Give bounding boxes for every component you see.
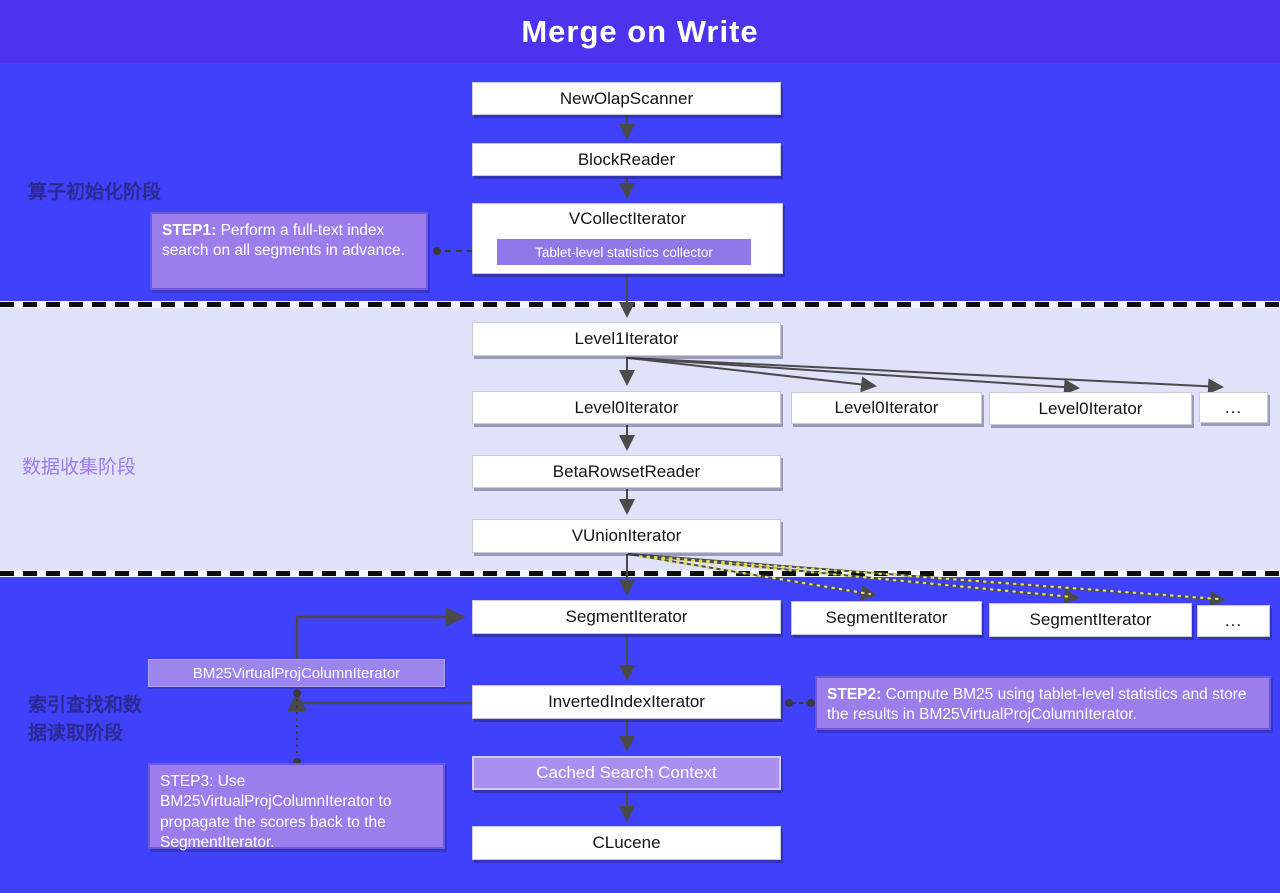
ellipsis-label: ... — [1224, 397, 1243, 417]
node-label: Cached Search Context — [536, 763, 717, 782]
node-beta-rowset-reader: BetaRowsetReader — [472, 455, 781, 488]
step1-text: Perform a full-text index search on all … — [162, 222, 405, 260]
node-label: SegmentIterator — [825, 608, 948, 627]
node-label: BM25VirtualProjColumnIterator — [192, 664, 401, 682]
node-new-olap-scanner: NewOlapScanner — [472, 82, 781, 115]
node-level0-iterator-1: Level0Iterator — [472, 391, 781, 424]
phase-label-index-lookup: 索引查找和数据读取阶段 — [28, 695, 143, 744]
node-bm25-virtual-proj-column-iterator: BM25VirtualProjColumnIterator — [148, 659, 445, 687]
node-label: Level0Iterator — [834, 398, 939, 417]
annotation-step1: STEP1: Perform a full-text index search … — [150, 212, 428, 290]
annotation-step2: STEP2: Compute BM25 using tablet-level s… — [815, 676, 1271, 730]
node-vunion-iterator: VUnionIterator — [472, 519, 781, 553]
node-label: Level1Iterator — [574, 329, 679, 348]
node-inverted-index-iterator: InvertedIndexIterator — [472, 685, 781, 719]
phase-divider-1 — [0, 301, 1280, 308]
step1-prefix: STEP1: — [162, 222, 217, 239]
node-level0-iterator-3: Level0Iterator — [989, 392, 1192, 425]
node-label: BetaRowsetReader — [552, 461, 701, 481]
node-block-reader: BlockReader — [472, 143, 781, 176]
page-title: Merge on Write — [521, 13, 759, 49]
node-tablet-stats-collector: Tablet-level statistics collector — [497, 239, 751, 265]
phase-label-data-collection: 数据收集阶段 — [22, 457, 137, 478]
node-label: Level0Iterator — [574, 397, 679, 417]
node-label: Tablet-level statistics collector — [535, 244, 713, 260]
node-label: VCollectIterator — [568, 209, 687, 228]
node-label: BlockReader — [577, 149, 676, 169]
node-level0-ellipsis: ... — [1199, 392, 1268, 423]
step3-prefix: STEP3: — [160, 773, 214, 790]
node-label: CLucene — [592, 833, 661, 852]
node-segment-ellipsis: ... — [1197, 605, 1270, 637]
node-label: VUnionIterator — [571, 526, 682, 545]
node-cached-search-context: Cached Search Context — [472, 756, 781, 790]
node-label: SegmentIterator — [1029, 610, 1152, 629]
node-clucene: CLucene — [472, 826, 781, 860]
node-vcollect-iterator: VCollectIterator Tablet-level statistics… — [472, 203, 783, 274]
node-segment-iterator-1: SegmentIterator — [472, 600, 781, 634]
node-segment-iterator-3: SegmentIterator — [989, 603, 1192, 637]
node-level0-iterator-2: Level0Iterator — [791, 392, 982, 424]
phase-divider-2 — [0, 570, 1280, 577]
node-segment-iterator-2: SegmentIterator — [791, 601, 982, 635]
ellipsis-label: ... — [1224, 611, 1243, 630]
step3-text: Use BM25VirtualProjColumnIterator to pro… — [160, 773, 392, 852]
node-label: Level0Iterator — [1038, 398, 1143, 418]
node-label: InvertedIndexIterator — [548, 692, 705, 711]
node-label: SegmentIterator — [565, 607, 688, 626]
step2-prefix: STEP2: — [827, 686, 882, 703]
step2-text: Compute BM25 using tablet-level statisti… — [827, 686, 1247, 724]
diagram-header: Merge on Write — [0, 0, 1280, 63]
phase-label-operator-init: 算子初始化阶段 — [28, 182, 162, 203]
node-level1-iterator: Level1Iterator — [472, 322, 781, 356]
annotation-step3: STEP3: Use BM25VirtualProjColumnIterator… — [148, 763, 445, 852]
node-label: NewOlapScanner — [559, 88, 694, 108]
